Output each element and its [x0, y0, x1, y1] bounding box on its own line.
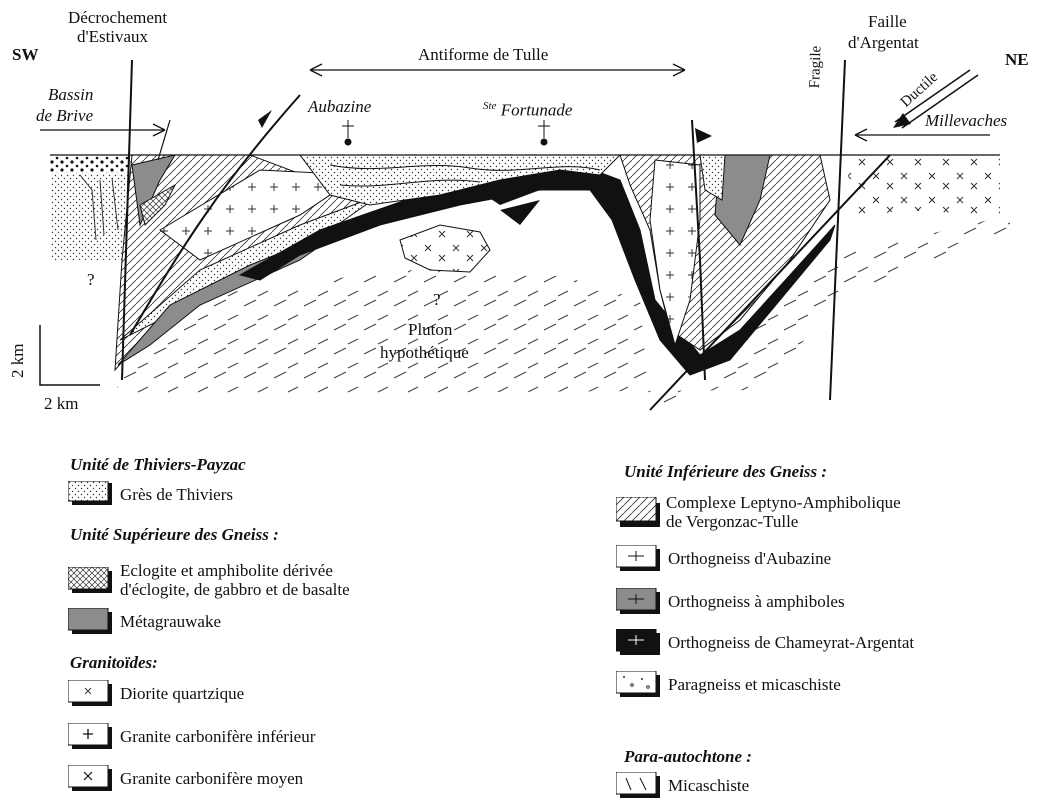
legend-item-micaschiste: Micaschiste	[616, 772, 749, 798]
swatch-small-x-icon	[68, 680, 114, 706]
label-fragile: Fragile	[806, 46, 826, 89]
legend-title-thiviers: Unité de Thiviers-Payzac	[70, 455, 246, 475]
swatch-plus-icon	[68, 723, 114, 749]
swatch-slash-icon	[616, 772, 662, 798]
thrust-triangle-aubazine	[258, 110, 272, 128]
label-estivaux: d'Estivaux	[77, 27, 148, 46]
label-decrochement: Décrochement	[68, 8, 167, 27]
label-sw: SW	[12, 45, 38, 64]
label-argentat: d'Argentat	[848, 33, 919, 52]
legend-item-granite-moyen: Granite carbonifère moyen	[68, 765, 303, 791]
legend-title-para-autochtone: Para-autochtone :	[624, 747, 752, 767]
label-antiforme: Antiforme de Tulle	[418, 45, 548, 64]
swatch-tick-gray-icon	[616, 588, 662, 614]
millevaches-granite	[845, 155, 1000, 220]
legend-item-granite-inferieur: Granite carbonifère inférieur	[68, 723, 315, 749]
label-aubazine: Aubazine	[308, 97, 371, 116]
label-scale-vertical: 2 km	[8, 344, 27, 378]
label-bassin: Bassin	[48, 85, 93, 104]
swatch-tick-black-icon	[616, 629, 662, 655]
swatch-crosshatch-icon	[68, 567, 114, 593]
legend-item-metagrauwake: Métagrauwake	[68, 608, 221, 634]
thrust-flag-right	[695, 128, 712, 143]
label-pluton: Pluton	[408, 320, 452, 339]
legend-title-superieure: Unité Supérieure des Gneiss :	[70, 525, 279, 545]
swatch-diagonal-lines-icon	[616, 497, 662, 527]
swatch-tick-white-icon	[616, 545, 662, 571]
label-question-center: ?	[433, 290, 441, 309]
swatch-stipple-dots-icon	[68, 481, 114, 507]
swatch-gray-fill-icon	[68, 608, 114, 634]
label-hypothetique: hypothétique	[380, 343, 469, 362]
label-de-brive: de Brive	[36, 106, 93, 125]
pluton-hypothetique	[400, 225, 490, 272]
legend-item-chameyrat: Orthogneiss de Chameyrat-Argentat	[616, 629, 914, 655]
swatch-x-icon	[68, 765, 114, 791]
label-fortunade: Ste Fortunade	[483, 97, 572, 120]
legend-title-inferieure: Unité Inférieure des Gneiss :	[624, 462, 827, 482]
aubazine-marker	[342, 120, 354, 146]
legend-item-paragneiss: Paragneiss et micaschiste	[616, 671, 841, 697]
label-millevaches: Millevaches	[925, 111, 1007, 130]
legend-item-diorite: Diorite quartzique	[68, 680, 244, 706]
legend-title-granitoides: Granitoïdes:	[70, 653, 158, 673]
label-scale-horizontal: 2 km	[44, 394, 78, 413]
legend-item-gres-thiviers: Grès de Thiviers	[68, 481, 233, 507]
label-faille: Faille	[868, 12, 907, 31]
label-ne: NE	[1005, 50, 1029, 69]
label-question-left: ?	[87, 270, 95, 289]
fortunade-marker	[538, 120, 550, 146]
legend-item-orthogneiss-aubazine: Orthogneiss d'Aubazine	[616, 545, 831, 571]
swatch-dots-light-icon	[616, 671, 662, 697]
scale-bar	[40, 325, 100, 385]
legend-item-orthogneiss-amphiboles: Orthogneiss à amphiboles	[616, 588, 845, 614]
